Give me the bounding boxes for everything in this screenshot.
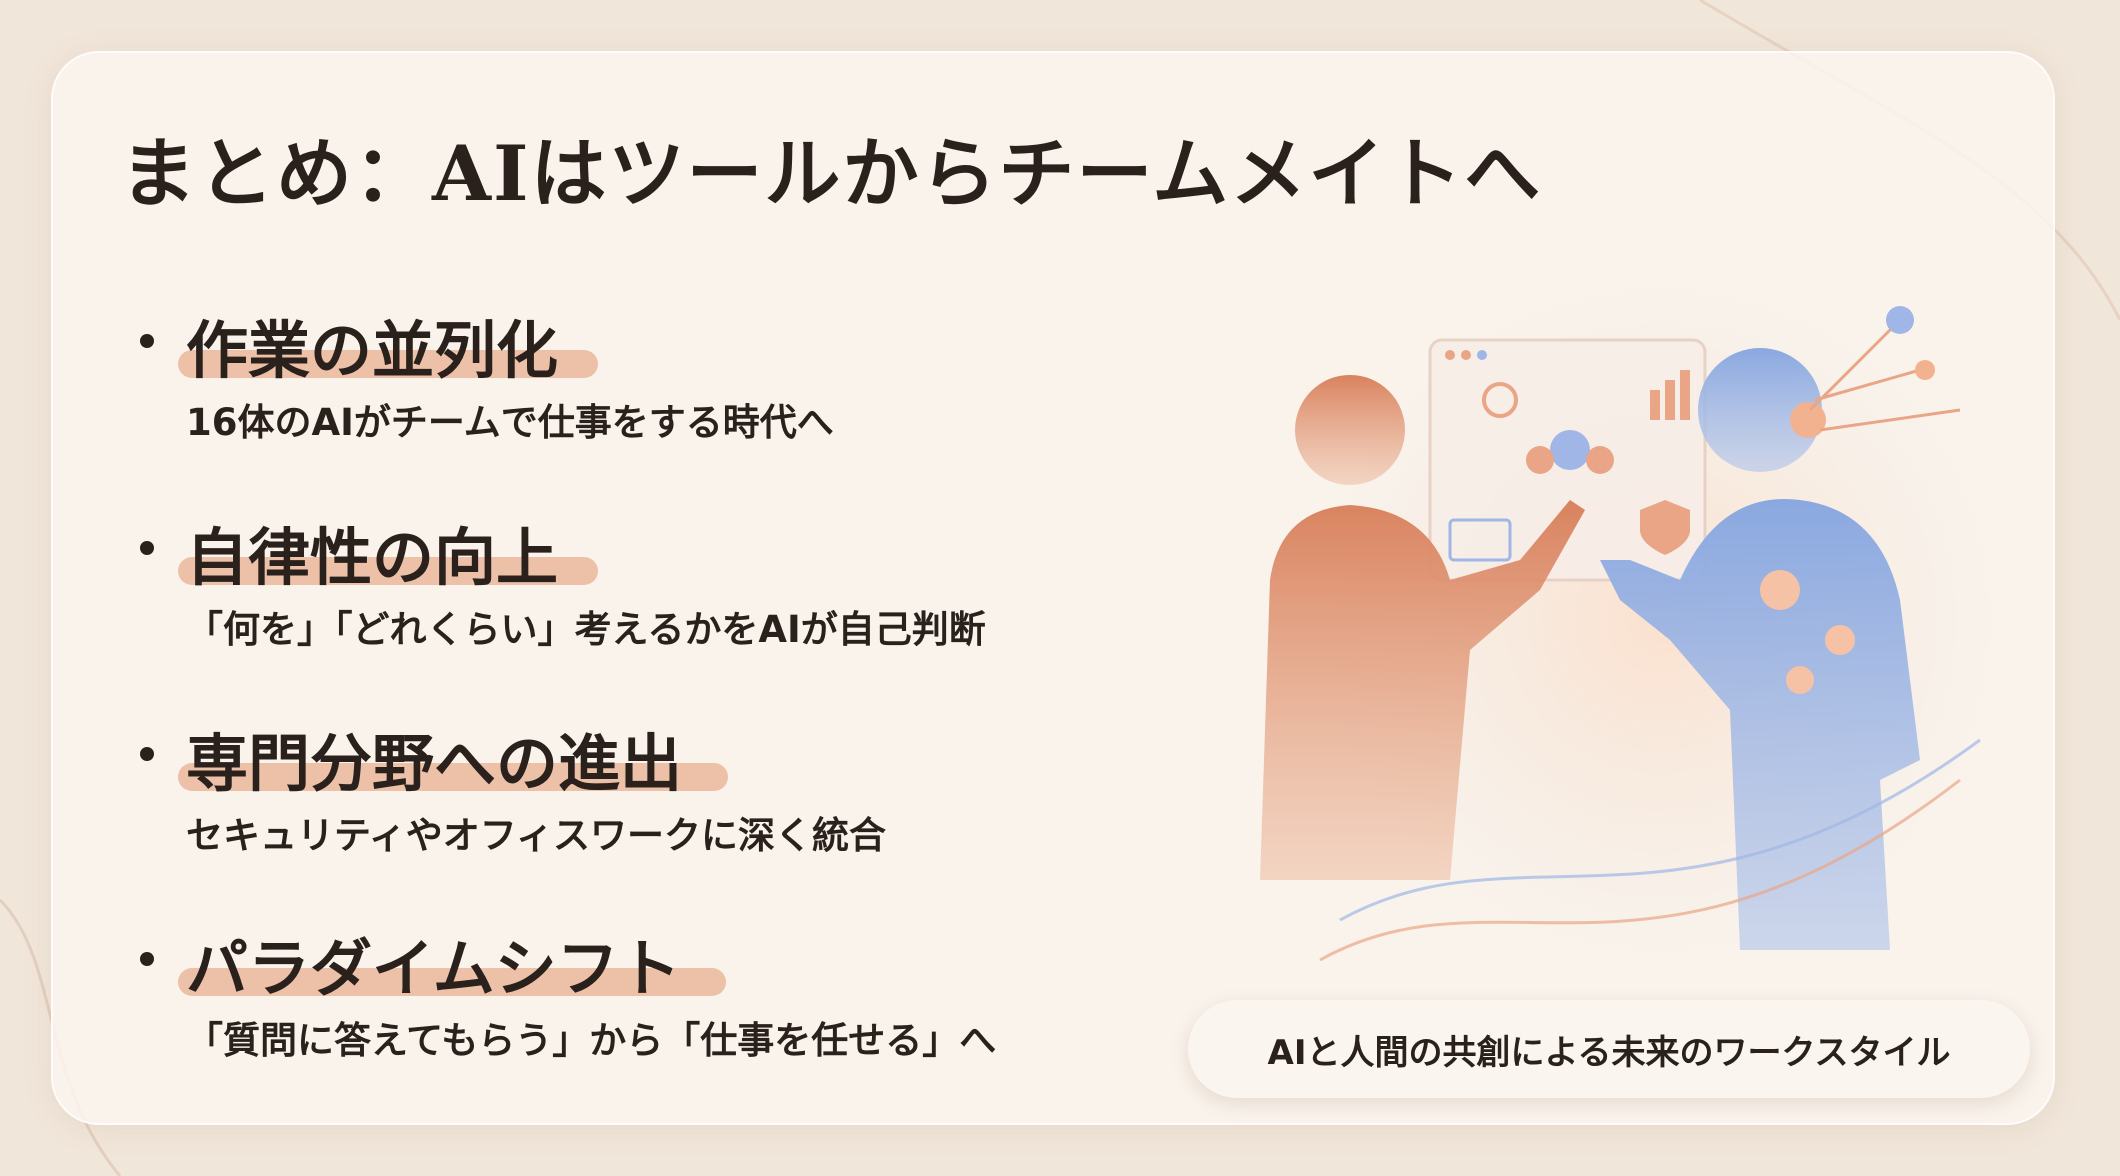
bullet-detail: 「質問に答えてもらう」から「仕事を任せる」へ [186, 1019, 997, 1062]
highlight-bar [178, 350, 598, 378]
bullet-heading: パラダイムシフト [186, 932, 681, 1005]
caption-pill: AIと人間の共創による未来のワークスタイル [1188, 1000, 2030, 1098]
bullet-detail: 16体のAIがチームで仕事をする時代へ [186, 401, 834, 444]
highlight-bar [178, 557, 598, 585]
human-silhouette [1260, 375, 1585, 880]
robot-silhouette [1600, 306, 1961, 950]
bullet-icon [140, 541, 154, 555]
bullet-heading: 自律性の向上 [186, 521, 559, 594]
bullet-heading: 専門分野への進出 [186, 727, 683, 800]
highlight-bar [178, 968, 726, 996]
human-ai-illustration [1260, 280, 2000, 962]
bullet-icon [140, 334, 154, 348]
bullet-detail: セキュリティやオフィスワークに深く統合 [186, 814, 887, 857]
slide-title: まとめ：AIはツールからチームメイトへ [120, 129, 1543, 218]
caption-text: AIと人間の共創による未来のワークスタイル [1267, 1032, 1951, 1073]
bullet-icon [140, 747, 154, 761]
dashboard-panel-icon [1428, 338, 1707, 582]
highlight-bar [178, 763, 728, 791]
bullet-heading: 作業の並列化 [186, 314, 559, 387]
bullet-icon [140, 952, 154, 966]
bullet-detail: 「何を」「どれくらい」考えるかをAIが自己判断 [186, 608, 986, 651]
